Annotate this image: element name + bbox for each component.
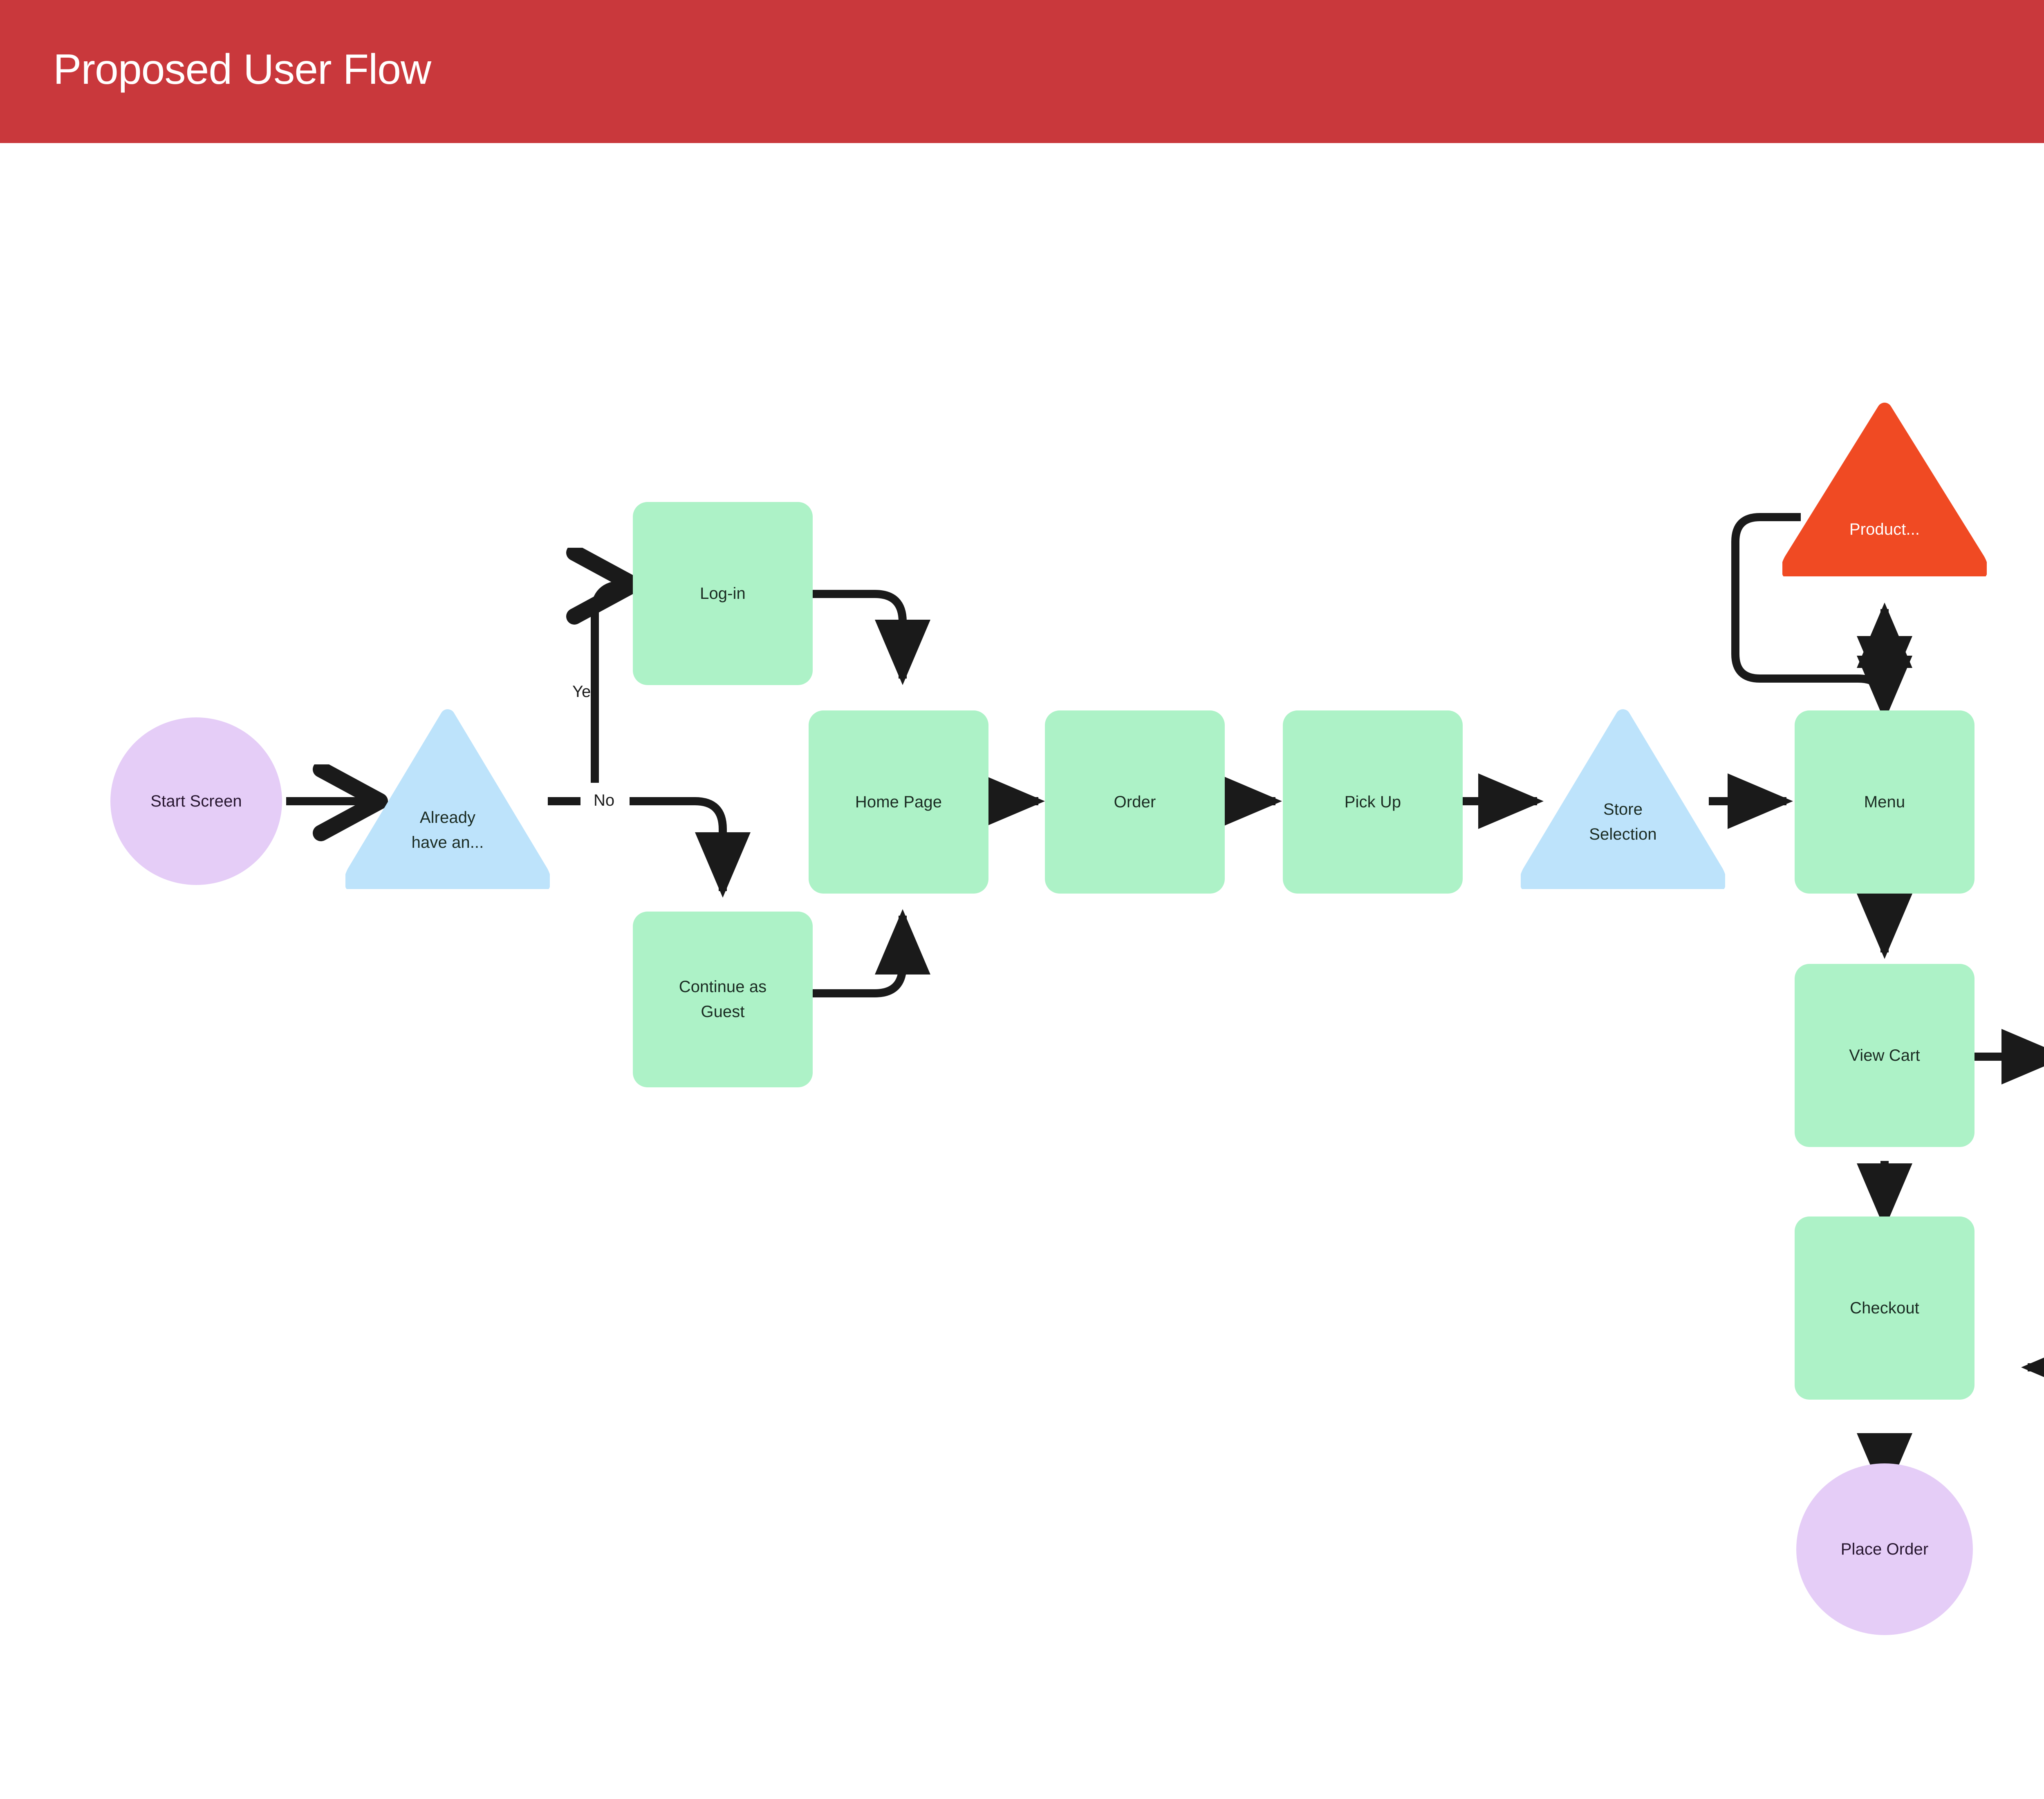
triangle-shape-blue bbox=[345, 709, 550, 889]
node-order[interactable]: Order bbox=[1045, 710, 1225, 894]
node-label-view-cart: View Cart bbox=[1849, 1046, 1920, 1064]
node-label-log-in: Log-in bbox=[700, 584, 746, 603]
header-banner: Proposed User Flow bbox=[0, 0, 2044, 143]
node-label-menu: Menu bbox=[1864, 793, 1905, 811]
node-continue-as-guest[interactable]: Continue as Guest bbox=[633, 912, 813, 1087]
node-label-place-order: Place Order bbox=[1840, 1540, 1929, 1558]
node-label-pick-up: Pick Up bbox=[1344, 793, 1401, 811]
node-home-page[interactable]: Home Page bbox=[809, 710, 988, 894]
node-log-in[interactable]: Log-in bbox=[633, 502, 813, 685]
edge-label-yes-login: Yes bbox=[572, 683, 599, 701]
node-checkout[interactable]: Checkout bbox=[1795, 1217, 1975, 1400]
node-view-cart[interactable]: View Cart bbox=[1795, 964, 1975, 1147]
node-menu[interactable]: Menu bbox=[1795, 710, 1975, 894]
node-product[interactable]: Product... bbox=[1782, 403, 1987, 576]
node-store-selection[interactable]: Store Selection bbox=[1521, 709, 1725, 889]
node-already-have-account[interactable]: Already have an... bbox=[345, 709, 550, 889]
node-place-order[interactable]: Place Order bbox=[1796, 1463, 1973, 1635]
node-label-product: Product... bbox=[1849, 520, 1920, 538]
node-label-already-have-account: Already have an... bbox=[411, 809, 484, 851]
node-label-home-page: Home Page bbox=[855, 793, 942, 811]
triangle-shape-blue-store bbox=[1521, 709, 1725, 889]
page-title: Proposed User Flow bbox=[53, 46, 431, 93]
node-label-start-screen: Start Screen bbox=[150, 792, 242, 810]
node-label-order: Order bbox=[1114, 793, 1156, 811]
edge-label-no-guest: No bbox=[594, 791, 615, 809]
node-label-store-selection: Store Selection bbox=[1589, 800, 1657, 843]
node-label-checkout: Checkout bbox=[1850, 1299, 1919, 1317]
node-label-continue-as-guest: Continue as Guest bbox=[679, 978, 767, 1021]
triangle-shape-orange-product bbox=[1782, 403, 1987, 576]
node-start-screen[interactable]: Start Screen bbox=[110, 717, 282, 885]
node-pick-up[interactable]: Pick Up bbox=[1283, 710, 1463, 894]
